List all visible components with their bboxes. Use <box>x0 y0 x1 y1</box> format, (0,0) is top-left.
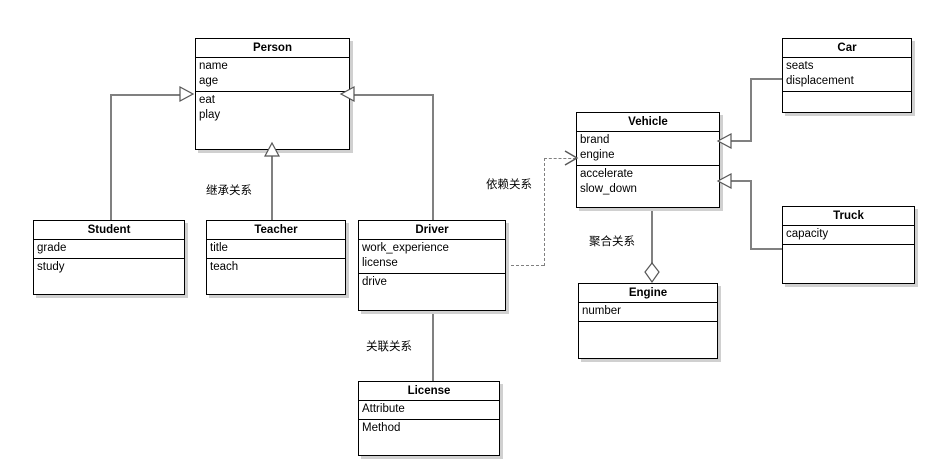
method-row: accelerate <box>580 168 634 180</box>
label-aggregation-relationship: 聚合关系 <box>589 234 635 248</box>
edge-driver-vehicle-dash-vertical <box>544 158 545 266</box>
class-title-person: Person <box>196 39 349 58</box>
class-attributes-car: seats displacement <box>783 58 911 92</box>
edge-teacher-person-vertical <box>271 155 273 220</box>
class-box-teacher[interactable]: Teacher title teach <box>206 220 346 295</box>
generalization-arrow-teacher <box>263 141 281 157</box>
edge-car-vehicle-vertical <box>750 78 752 141</box>
attribute-row: work_experience <box>362 242 449 254</box>
method-row: eat <box>199 94 215 106</box>
attribute-row: brand <box>580 134 610 146</box>
attribute-row: seats <box>786 60 814 72</box>
class-attributes-truck: capacity <box>783 226 914 245</box>
dependency-arrow-driver-vehicle <box>564 150 579 166</box>
class-methods-truck <box>783 245 914 248</box>
aggregation-diamond-vehicle-engine <box>644 262 660 284</box>
class-methods-person: eat play <box>196 92 349 125</box>
generalization-arrow-car <box>716 132 732 150</box>
class-methods-driver: drive <box>359 274 505 292</box>
edge-student-person-horizontal <box>110 94 190 96</box>
edge-truck-vehicle-bottom <box>750 248 782 250</box>
class-attributes-engine: number <box>579 303 717 322</box>
class-box-vehicle[interactable]: Vehicle brand engine accelerate slow_dow… <box>576 112 720 208</box>
class-attributes-vehicle: brand engine <box>577 132 719 166</box>
class-title-license: License <box>359 382 499 401</box>
class-title-student: Student <box>34 221 184 240</box>
class-title-teacher: Teacher <box>207 221 345 240</box>
class-methods-student: study <box>34 259 184 277</box>
method-row: play <box>199 109 221 121</box>
method-row: drive <box>362 276 387 288</box>
edge-vehicle-engine-vertical <box>651 208 653 266</box>
edge-driver-person-vertical <box>432 94 434 220</box>
edge-student-person-vertical <box>110 94 112 220</box>
class-attributes-license: Attribute <box>359 401 499 420</box>
edge-truck-vehicle-vertical <box>750 180 752 250</box>
attribute-row: capacity <box>786 228 829 240</box>
edge-car-vehicle-top <box>750 78 782 80</box>
label-dependency-relationship: 依赖关系 <box>486 177 532 191</box>
edge-car-vehicle-bottom <box>730 140 752 142</box>
attribute-row: title <box>210 242 228 254</box>
class-methods-license: Method <box>359 420 499 438</box>
class-title-car: Car <box>783 39 911 58</box>
class-box-car[interactable]: Car seats displacement <box>782 38 912 113</box>
class-methods-car <box>783 92 911 95</box>
method-row: Method <box>362 422 401 434</box>
attribute-row: grade <box>37 242 67 254</box>
class-box-student[interactable]: Student grade study <box>33 220 185 295</box>
class-methods-teacher: teach <box>207 259 345 277</box>
class-methods-engine <box>579 322 717 325</box>
generalization-arrow-student <box>179 85 195 103</box>
class-attributes-driver: work_experience license <box>359 240 505 274</box>
class-methods-vehicle: accelerate slow_down <box>577 166 719 199</box>
label-inheritance-relationship: 继承关系 <box>206 183 252 197</box>
edge-driver-vehicle-dash-top <box>544 158 576 159</box>
attribute-row: number <box>582 305 621 317</box>
label-association-relationship: 关联关系 <box>366 339 412 353</box>
attribute-row: name <box>199 60 228 72</box>
attribute-row: displacement <box>786 75 854 87</box>
class-attributes-student: grade <box>34 240 184 259</box>
edge-driver-vehicle-dash-bottom <box>506 265 544 266</box>
class-title-engine: Engine <box>579 284 717 303</box>
class-box-driver[interactable]: Driver work_experience license drive <box>358 220 506 311</box>
attribute-row: license <box>362 257 398 269</box>
class-box-person[interactable]: Person name age eat play <box>195 38 350 150</box>
class-box-license[interactable]: License Attribute Method <box>358 381 500 456</box>
attribute-row: engine <box>580 149 615 161</box>
class-box-truck[interactable]: Truck capacity <box>782 206 915 284</box>
method-row: slow_down <box>580 183 637 195</box>
class-title-truck: Truck <box>783 207 914 226</box>
generalization-arrow-driver <box>339 85 355 103</box>
generalization-arrow-truck <box>716 172 732 190</box>
attribute-row: Attribute <box>362 403 405 415</box>
class-attributes-person: name age <box>196 58 349 92</box>
edge-truck-vehicle-top <box>730 180 752 182</box>
method-row: teach <box>210 261 239 273</box>
method-row: study <box>37 261 65 273</box>
class-box-engine[interactable]: Engine number <box>578 283 718 359</box>
class-title-vehicle: Vehicle <box>577 113 719 132</box>
edge-driver-person-horizontal <box>352 94 434 96</box>
class-title-driver: Driver <box>359 221 505 240</box>
class-attributes-teacher: title <box>207 240 345 259</box>
edge-driver-license-vertical <box>432 311 434 381</box>
attribute-row: age <box>199 75 219 87</box>
